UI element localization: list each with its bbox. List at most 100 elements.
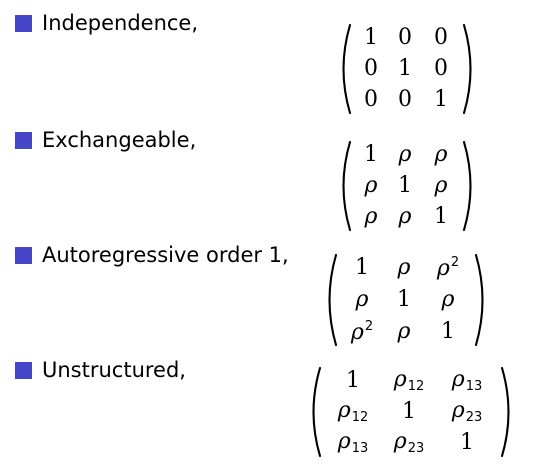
matrix-cell: 1: [426, 321, 470, 343]
right-paren-icon: [462, 23, 472, 115]
matrix-cell: 1: [356, 24, 386, 50]
matrix-cell: 0: [356, 89, 386, 111]
matrix-cell: ρ: [386, 141, 424, 167]
matrix-cell: 1: [342, 257, 382, 279]
matrix-cell: ρ: [382, 257, 426, 279]
matrix-cell: ρ: [342, 289, 382, 311]
matrix-cell: ρ: [386, 206, 424, 228]
matrix-entry: ρ: [398, 204, 412, 230]
matrix-superscript: 2: [364, 319, 374, 334]
bullet-square-icon: [15, 132, 32, 149]
matrix-cell: 1: [380, 398, 438, 424]
matrix-entry: 0: [398, 24, 412, 50]
matrix-entry: 0: [434, 55, 448, 81]
matrix-entry: 0: [398, 87, 412, 113]
matrix-subscript: 12: [351, 409, 369, 425]
matrix-entry: ρ: [398, 141, 412, 167]
matrix-cell: ρ23: [438, 397, 496, 425]
matrix-entry: ρ: [364, 204, 378, 230]
matrix-entry: 1: [397, 287, 411, 312]
matrix-subscript: 23: [407, 441, 425, 457]
matrix-cell: 1: [382, 289, 426, 311]
matrix-cell: ρ2: [342, 320, 382, 344]
matrix-entry: 1: [398, 172, 412, 198]
matrix-entry: 1: [441, 319, 455, 344]
matrix-cell: ρ2: [426, 256, 470, 280]
structure-label: Autoregressive order 1,: [42, 243, 289, 267]
matrix-cell: 1: [386, 55, 424, 81]
matrix-subscript: 12: [407, 378, 425, 394]
matrix-cell: 1: [386, 172, 424, 198]
left-paren-icon: [328, 253, 338, 347]
matrix-cell: ρ13: [438, 366, 496, 394]
matrix-entry: 1: [355, 255, 369, 280]
matrix-cell: 1: [326, 367, 380, 393]
bullet-square-icon: [15, 362, 32, 379]
matrix-entry: 1: [364, 24, 378, 50]
matrix-cell: ρ: [424, 141, 458, 167]
matrix-entry: ρ: [397, 319, 411, 344]
matrix-entry: ρ: [350, 320, 364, 345]
matrix-cell: 1: [424, 206, 458, 228]
matrix-cell: 1: [424, 89, 458, 111]
matrix-entry: ρ: [393, 429, 407, 455]
left-paren-icon: [342, 23, 352, 115]
matrix-subscript: 23: [465, 409, 483, 425]
bullet-square-icon: [15, 15, 32, 32]
matrix-entry: ρ: [434, 141, 448, 167]
matrix-entry: 1: [398, 55, 412, 81]
structure-label: Exchangeable,: [42, 128, 197, 152]
right-paren-icon: [474, 253, 484, 347]
matrix-entry: ρ: [434, 172, 448, 198]
matrix-cell: ρ: [382, 321, 426, 343]
matrix-cell: ρ12: [326, 397, 380, 425]
structure-label: Unstructured,: [42, 358, 186, 382]
matrix-entry: ρ: [393, 366, 407, 392]
matrix-entry: ρ: [397, 255, 411, 280]
matrix-entry: 1: [434, 87, 448, 113]
matrix-cell: ρ: [356, 206, 386, 228]
matrix-subscript: 13: [351, 441, 369, 457]
matrix-cell: ρ: [424, 172, 458, 198]
matrix-entry: 0: [364, 55, 378, 81]
matrix-subscript: 13: [465, 378, 483, 394]
matrix-cell: 1: [438, 432, 496, 454]
matrix-entry: ρ: [337, 397, 351, 423]
bullet-square-icon: [15, 247, 32, 264]
matrix-entry: ρ: [355, 287, 369, 312]
matrix-entry: ρ: [451, 366, 465, 392]
matrix-entry: ρ: [441, 287, 455, 312]
matrix-entry: ρ: [451, 397, 465, 423]
matrix-entry: 1: [434, 204, 448, 230]
matrix-entry: ρ: [436, 256, 450, 281]
matrix-cell: ρ: [426, 289, 470, 311]
matrix-cell: 1: [356, 141, 386, 167]
matrix-entry: 1: [460, 430, 474, 456]
matrix-cell: ρ12: [380, 366, 438, 394]
matrix-entry: ρ: [337, 429, 351, 455]
matrix-cell: 0: [356, 55, 386, 81]
matrix-entry: 0: [434, 24, 448, 50]
matrix-entry: 1: [346, 367, 360, 393]
matrix-cell: 0: [424, 55, 458, 81]
matrix-entry: 1: [364, 141, 378, 167]
matrix-cell: 0: [386, 24, 424, 50]
matrix-cell: ρ23: [380, 429, 438, 457]
left-paren-icon: [342, 140, 352, 232]
matrix-cell: 0: [386, 89, 424, 111]
matrix-superscript: 2: [450, 255, 460, 270]
right-paren-icon: [500, 366, 510, 458]
matrix-cell: ρ13: [326, 429, 380, 457]
matrix-entry: 0: [364, 87, 378, 113]
matrix-entry: 1: [402, 398, 416, 424]
structure-label: Independence,: [42, 11, 199, 35]
matrix-cell: ρ: [356, 172, 386, 198]
left-paren-icon: [312, 366, 322, 458]
right-paren-icon: [462, 140, 472, 232]
matrix-cell: 0: [424, 24, 458, 50]
matrix-entry: ρ: [364, 172, 378, 198]
